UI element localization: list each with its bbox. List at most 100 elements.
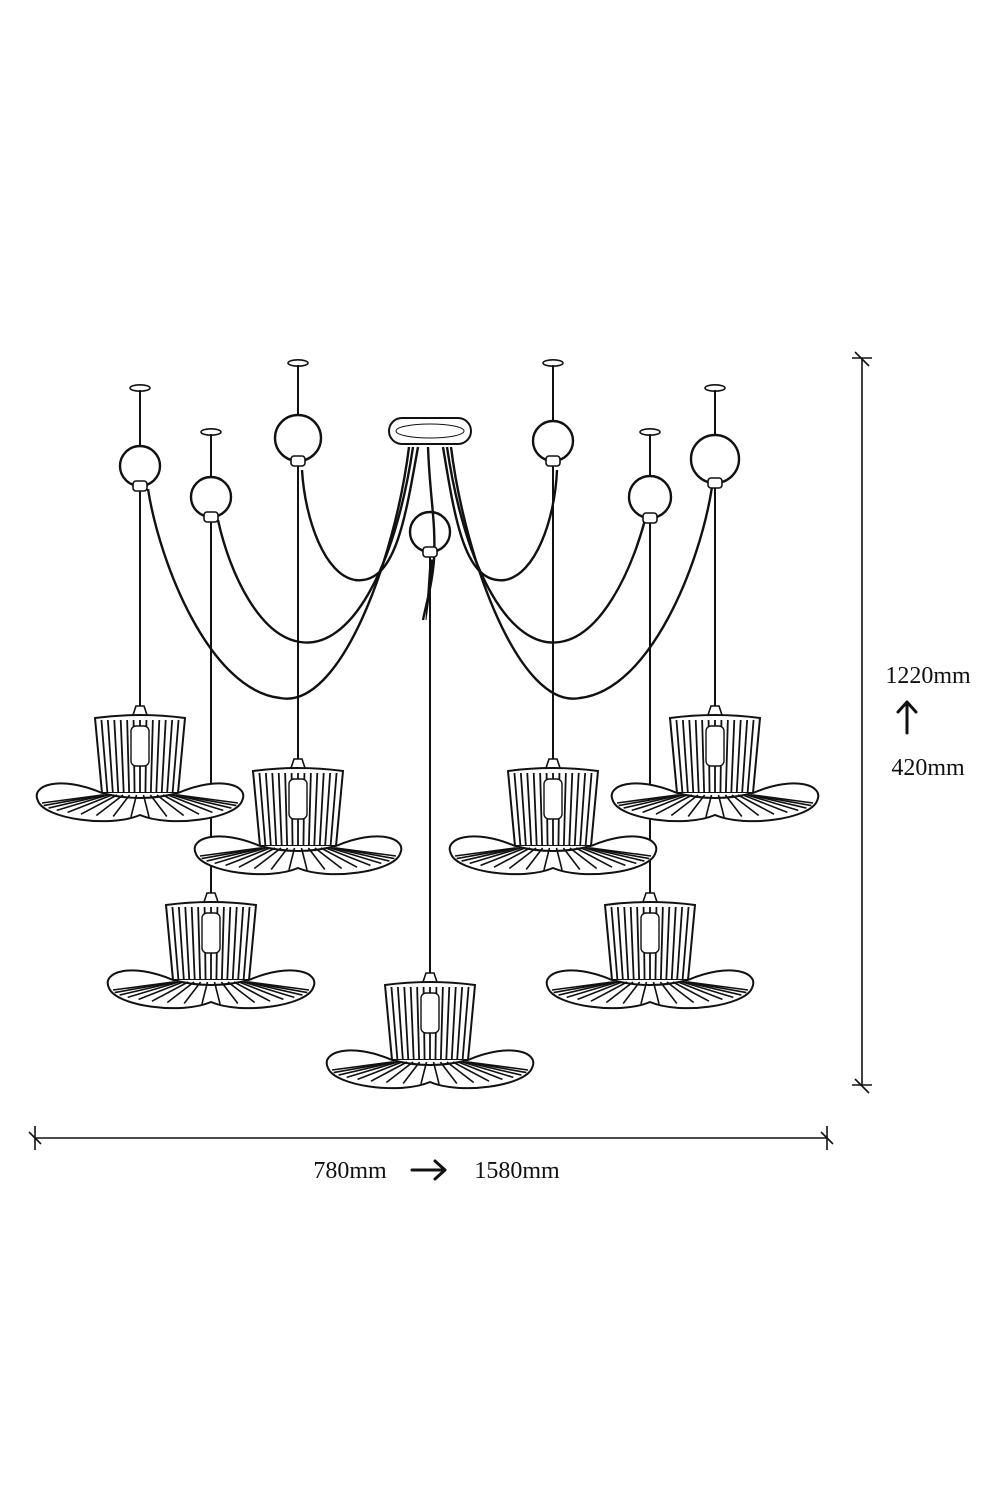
hat-lamp-2	[106, 892, 316, 1010]
brim-rib	[558, 981, 615, 996]
crown-wire	[100, 719, 109, 794]
crown-wire	[539, 772, 544, 847]
brim-rib	[566, 981, 618, 999]
crown-wire	[166, 719, 174, 794]
crown-wire	[416, 986, 421, 1061]
brim-rib	[585, 847, 637, 865]
brim-rib	[480, 847, 526, 867]
brim-rib	[525, 847, 544, 870]
crown-wire	[681, 719, 689, 794]
brim-rib	[253, 847, 282, 870]
hook-assembly-1	[118, 383, 162, 706]
crown-wire	[665, 906, 671, 981]
brim-rib	[682, 981, 734, 999]
right-arrow-icon	[410, 1159, 447, 1181]
crown-wire	[746, 719, 755, 794]
crown-wire	[126, 719, 131, 794]
crown-wire	[242, 906, 251, 981]
brim-rib	[270, 847, 289, 870]
crown-wire	[237, 906, 245, 981]
hat-band	[172, 979, 250, 986]
hanging-ring	[408, 510, 452, 554]
brim-rib	[724, 794, 743, 817]
swag-cable-1	[146, 446, 411, 700]
crown-wire	[271, 772, 278, 847]
brim-rib	[56, 794, 108, 812]
brim-rib	[225, 847, 271, 867]
crown-wire	[735, 719, 742, 794]
brim-rib	[439, 1061, 458, 1084]
swag-cable-3	[300, 446, 420, 582]
brim-rib	[206, 847, 263, 862]
crown-wire	[610, 906, 619, 981]
brim-rib	[333, 1061, 393, 1074]
brim-rib	[677, 981, 723, 1001]
brim-rib	[167, 794, 213, 814]
hook-assembly-5	[531, 358, 575, 759]
hat-lamp-7	[610, 705, 820, 823]
brim-rib	[119, 981, 176, 996]
crown-wire	[403, 986, 410, 1061]
brim-rib	[166, 981, 195, 1004]
crown-wire	[526, 772, 533, 847]
center-cable-spike	[425, 559, 435, 621]
crown-wire	[313, 772, 319, 847]
brim-rib	[623, 794, 680, 809]
crown-wire	[318, 772, 325, 847]
brim-rib	[402, 1061, 421, 1084]
crown-wire	[160, 719, 167, 794]
crown-wire	[573, 772, 580, 847]
hat-brim	[106, 969, 316, 1010]
brim-rib	[162, 794, 200, 815]
crown-wire	[171, 719, 180, 794]
crown-wire	[106, 719, 114, 794]
height-min-label: 420mm	[891, 755, 965, 781]
crown-wire	[670, 906, 677, 981]
bulb-outline	[201, 912, 221, 954]
bulb-outline	[705, 725, 725, 767]
crown-wire	[724, 719, 729, 794]
brim-rib	[622, 981, 641, 1004]
hat-band	[611, 979, 689, 986]
brim-rib	[655, 794, 693, 815]
hook-assembly-6	[627, 427, 673, 893]
crown-wire	[264, 772, 272, 847]
crown-wire	[439, 986, 444, 1061]
crown-wire	[579, 772, 587, 847]
hanging-ring	[627, 474, 673, 520]
crown-wire	[623, 906, 630, 981]
hat-pendant-lamps	[35, 705, 820, 1090]
brim-rib	[508, 847, 537, 870]
brim-rib	[618, 794, 678, 807]
bulb-outline	[288, 778, 308, 820]
crown-wire	[584, 772, 593, 847]
hook-assembly-4	[408, 510, 452, 973]
brim-rib	[95, 794, 124, 817]
crown-wire	[184, 906, 191, 981]
brim-rib	[177, 794, 239, 804]
up-arrow-icon	[896, 700, 918, 735]
cable-grip	[707, 477, 723, 489]
hat-lamp-5	[448, 758, 658, 876]
hook-assembly-3	[273, 358, 323, 759]
brim-rib	[233, 981, 271, 1002]
hat-band	[101, 792, 179, 799]
crown-wire	[701, 719, 706, 794]
brim-rib	[227, 981, 256, 1004]
brim-rib	[659, 981, 678, 1004]
brim-rib	[737, 794, 775, 815]
hat-brim	[448, 835, 658, 876]
brim-rib	[590, 981, 628, 1002]
brim-rib	[320, 847, 358, 868]
brim-rib	[493, 847, 531, 868]
crown-wire	[532, 772, 538, 847]
brim-rib	[562, 847, 581, 870]
brim-rib	[742, 794, 788, 814]
brim-rib	[642, 794, 688, 814]
ceiling-canopy	[388, 417, 472, 445]
brim-rib	[112, 794, 131, 817]
brim-rib	[156, 794, 185, 817]
hat-lamp-6	[545, 892, 755, 1010]
brim-rib	[67, 794, 113, 814]
brim-rib	[456, 847, 516, 860]
